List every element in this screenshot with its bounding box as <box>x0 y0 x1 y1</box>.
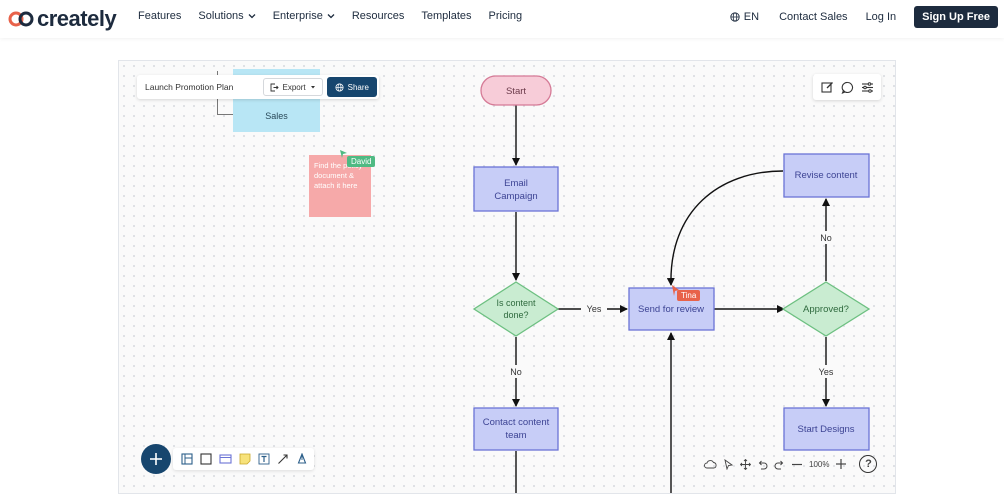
globe-icon <box>730 12 740 22</box>
pen-tool-icon[interactable] <box>296 453 308 465</box>
logo-text: creately <box>37 6 117 31</box>
label-no: No <box>510 367 522 377</box>
main-nav-links: Features Solutions Enterprise Resources … <box>138 10 539 22</box>
zoom-level[interactable]: 100% <box>809 459 830 469</box>
nav-resources[interactable]: Resources <box>352 10 405 22</box>
send-for-review-node[interactable]: Send for review <box>628 287 715 331</box>
nav-features[interactable]: Features <box>138 10 181 22</box>
help-button[interactable]: ? <box>859 455 878 473</box>
settings-sliders-icon[interactable] <box>861 81 874 94</box>
revise-content-node[interactable]: Revise content <box>783 153 870 198</box>
pointer-tool-icon[interactable] <box>723 458 734 470</box>
approved-label: Approved? <box>803 304 849 315</box>
nav-templates-label: Templates <box>421 10 472 22</box>
approved-node[interactable]: Approved? <box>781 281 871 337</box>
is-content-done-node[interactable]: Is content done? <box>472 281 560 337</box>
cloud-sync-icon <box>704 460 717 469</box>
zoom-in-icon[interactable] <box>835 458 847 470</box>
zoom-controls: 100% ? <box>704 453 878 475</box>
email-campaign-node[interactable]: Email Campaign <box>473 166 559 212</box>
tool-strip <box>173 448 314 470</box>
nav-resources-label: Resources <box>351 10 405 22</box>
chevron-down-icon <box>327 14 335 19</box>
globe-icon <box>335 82 344 92</box>
share-label: Share <box>347 82 369 92</box>
caret-down-icon <box>310 86 315 89</box>
chevron-down-icon <box>248 14 256 19</box>
revise-content-label: Revise content <box>795 170 858 181</box>
frame-tool-icon[interactable] <box>219 453 232 465</box>
add-shape-button[interactable] <box>141 444 171 474</box>
start-designs-node[interactable]: Start Designs <box>783 407 870 451</box>
share-button[interactable]: Share <box>326 77 377 97</box>
diagram-canvas[interactable]: Sales Launch Promotion Plan Export Share… <box>118 60 896 494</box>
flowchart: Yes No No Yes Start Email Campaign Is co… <box>472 75 871 493</box>
login-link[interactable]: Log In <box>865 11 897 23</box>
document-title[interactable]: Launch Promotion Plan <box>145 82 234 92</box>
start-node-label: Start <box>506 86 526 97</box>
rectangle-tool-icon[interactable] <box>200 453 212 465</box>
right-toolbar <box>813 74 881 100</box>
export-icon <box>270 83 279 91</box>
collaborator-tag-david: David <box>347 156 376 167</box>
collaborator-cursor-icon <box>672 285 679 296</box>
nav-right: EN Contact Sales Log In Sign Up Free <box>730 6 998 28</box>
undo-icon[interactable] <box>757 459 768 470</box>
is-content-done-label-line1: Is content <box>496 298 536 308</box>
email-campaign-label-line2: Campaign <box>494 191 537 202</box>
nav-solutions-label: Solutions <box>198 10 244 22</box>
send-for-review-label: Send for review <box>638 304 704 315</box>
document-toolbar: Launch Promotion Plan Export Share <box>137 75 379 99</box>
contact-sales-link[interactable]: Contact Sales <box>779 11 848 23</box>
contact-content-team-node[interactable]: Contact content team <box>473 407 559 451</box>
is-content-done-label-line2: done? <box>503 310 528 320</box>
nav-solutions[interactable]: Solutions <box>198 10 256 22</box>
sticky-note-text: Find the policy document & attach it her… <box>314 161 363 190</box>
plus-icon <box>150 453 162 465</box>
collaborator-tag-tina: Tina <box>677 290 701 301</box>
shape-toolbar <box>141 444 314 474</box>
pan-tool-icon[interactable] <box>740 458 751 470</box>
nav-pricing[interactable]: Pricing <box>489 10 523 22</box>
creately-logo[interactable]: creately <box>8 6 117 32</box>
edit-icon[interactable] <box>820 81 834 94</box>
contact-content-team-label-line1: Contact content <box>483 417 550 428</box>
label-no: No <box>820 233 832 243</box>
start-node[interactable]: Start <box>480 75 552 106</box>
connector-revise-review <box>666 170 784 286</box>
template-panel-icon[interactable] <box>181 453 193 465</box>
creately-logo-icon <box>8 11 34 27</box>
nav-templates[interactable]: Templates <box>421 10 471 22</box>
text-tool-icon[interactable] <box>258 453 270 465</box>
sales-label: Sales <box>265 111 288 121</box>
sticky-note-tool-icon[interactable] <box>239 453 251 465</box>
label-yes: Yes <box>587 304 602 314</box>
comment-icon[interactable] <box>841 81 854 94</box>
top-navbar: creately Features Solutions Enterprise R… <box>0 0 1004 38</box>
contact-content-team-label-line2: team <box>505 430 526 441</box>
nav-enterprise-label: Enterprise <box>272 10 323 22</box>
connector-tool-icon[interactable] <box>277 453 289 465</box>
collaborator-cursor-icon <box>340 150 347 158</box>
nav-features-label: Features <box>138 10 182 22</box>
nav-pricing-label: Pricing <box>488 10 523 22</box>
redo-icon[interactable] <box>774 459 785 470</box>
signup-button[interactable]: Sign Up Free <box>914 6 998 28</box>
language-label: EN <box>743 11 760 23</box>
export-button[interactable]: Export <box>262 78 323 96</box>
label-yes: Yes <box>819 367 834 377</box>
start-designs-label: Start Designs <box>797 424 854 435</box>
nav-enterprise[interactable]: Enterprise <box>273 10 335 22</box>
email-campaign-label-line1: Email <box>504 178 528 189</box>
language-selector[interactable]: EN <box>730 11 759 23</box>
zoom-out-icon[interactable] <box>791 459 803 470</box>
export-label: Export <box>282 82 306 92</box>
